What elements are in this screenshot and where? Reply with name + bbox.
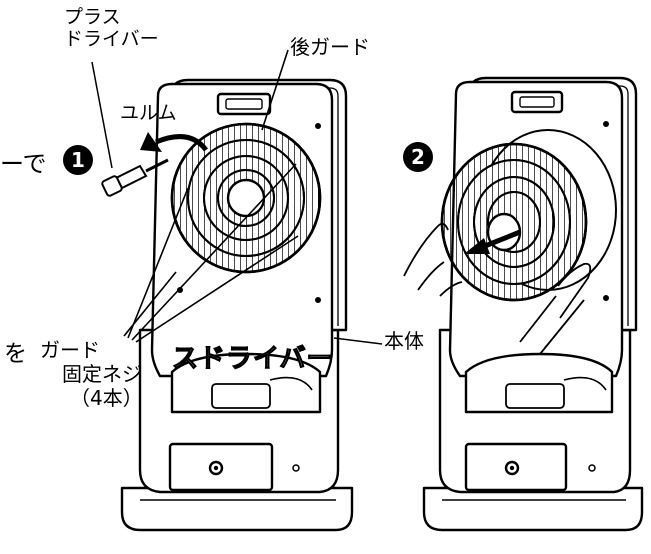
straight-arrow-icon [464, 229, 521, 254]
rear-guard-label: 後ガード [290, 35, 370, 59]
plus-text: プラス [64, 6, 121, 28]
outlined-text: スドライバー [171, 344, 334, 374]
right-water-tray [464, 352, 614, 414]
step-1-badge: 1 [63, 145, 93, 175]
screwdriver-label: プラス ドライバー [64, 6, 159, 50]
wo-label: を [4, 341, 27, 367]
left-base [120, 486, 354, 532]
curved-arrow-icon [140, 132, 209, 152]
screwdriver-icon [91, 61, 169, 197]
screw-count-label: （4本） [70, 386, 143, 410]
fix-screw-label: 固定ネジ [62, 362, 142, 386]
left-rear-guard [170, 122, 322, 274]
driver-text: ドライバー [64, 28, 159, 50]
with-label: ーで [0, 150, 47, 178]
guard-label: ガード [40, 338, 100, 362]
body-label: 本体 [384, 329, 424, 353]
right-base [422, 486, 644, 532]
left-water-tray [170, 352, 322, 414]
loosen-label: ユルム [120, 102, 177, 124]
leader-lines [123, 49, 383, 345]
right-rear-guard [440, 142, 588, 302]
hand-icon [403, 222, 592, 355]
step-2-badge: 2 [403, 142, 433, 172]
